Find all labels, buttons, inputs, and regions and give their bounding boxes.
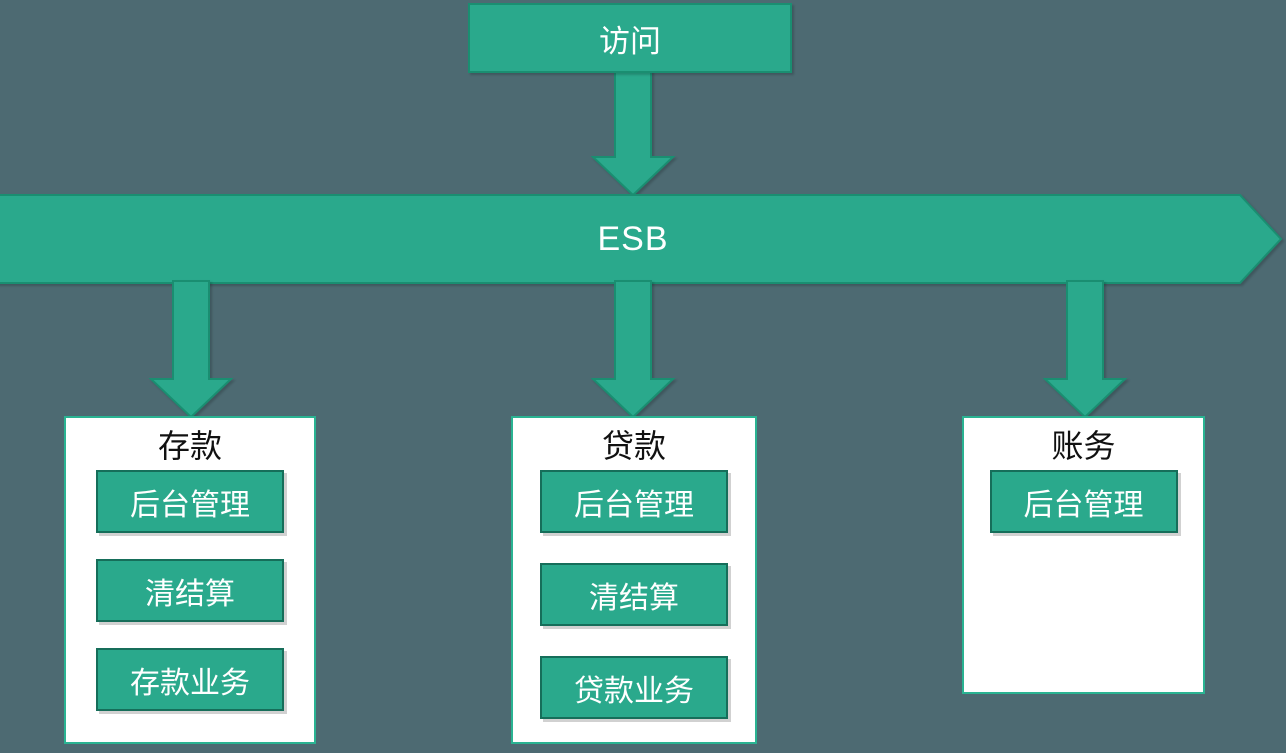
arrow-esb-to-accounting	[1042, 280, 1128, 419]
item-loan-business: 贷款业务	[540, 656, 728, 719]
node-access-label: 访问	[599, 23, 661, 59]
item-clearing-settlement: 清结算	[540, 563, 728, 626]
card-deposits: 存款 后台管理 清结算 存款业务	[64, 416, 316, 744]
card-accounting: 账务 后台管理	[962, 416, 1205, 694]
card-loans-title: 贷款	[601, 428, 666, 464]
esb-label: ESB	[597, 219, 669, 258]
node-access: 访问	[468, 3, 792, 73]
item-backend-management: 后台管理	[96, 470, 284, 533]
esb-bus-arrow	[0, 194, 1283, 284]
card-deposits-title: 存款	[157, 428, 222, 464]
card-loans: 贷款 后台管理 清结算 贷款业务	[511, 416, 757, 744]
item-backend-management: 后台管理	[989, 470, 1178, 533]
arrow-esb-to-deposits	[148, 280, 234, 419]
item-deposit-business: 存款业务	[96, 648, 284, 711]
item-backend-management: 后台管理	[540, 470, 728, 533]
item-clearing-settlement: 清结算	[96, 559, 284, 622]
arrow-access-to-esb	[590, 70, 676, 197]
card-accounting-title: 账务	[1051, 428, 1116, 464]
arrow-esb-to-loans	[590, 280, 676, 419]
